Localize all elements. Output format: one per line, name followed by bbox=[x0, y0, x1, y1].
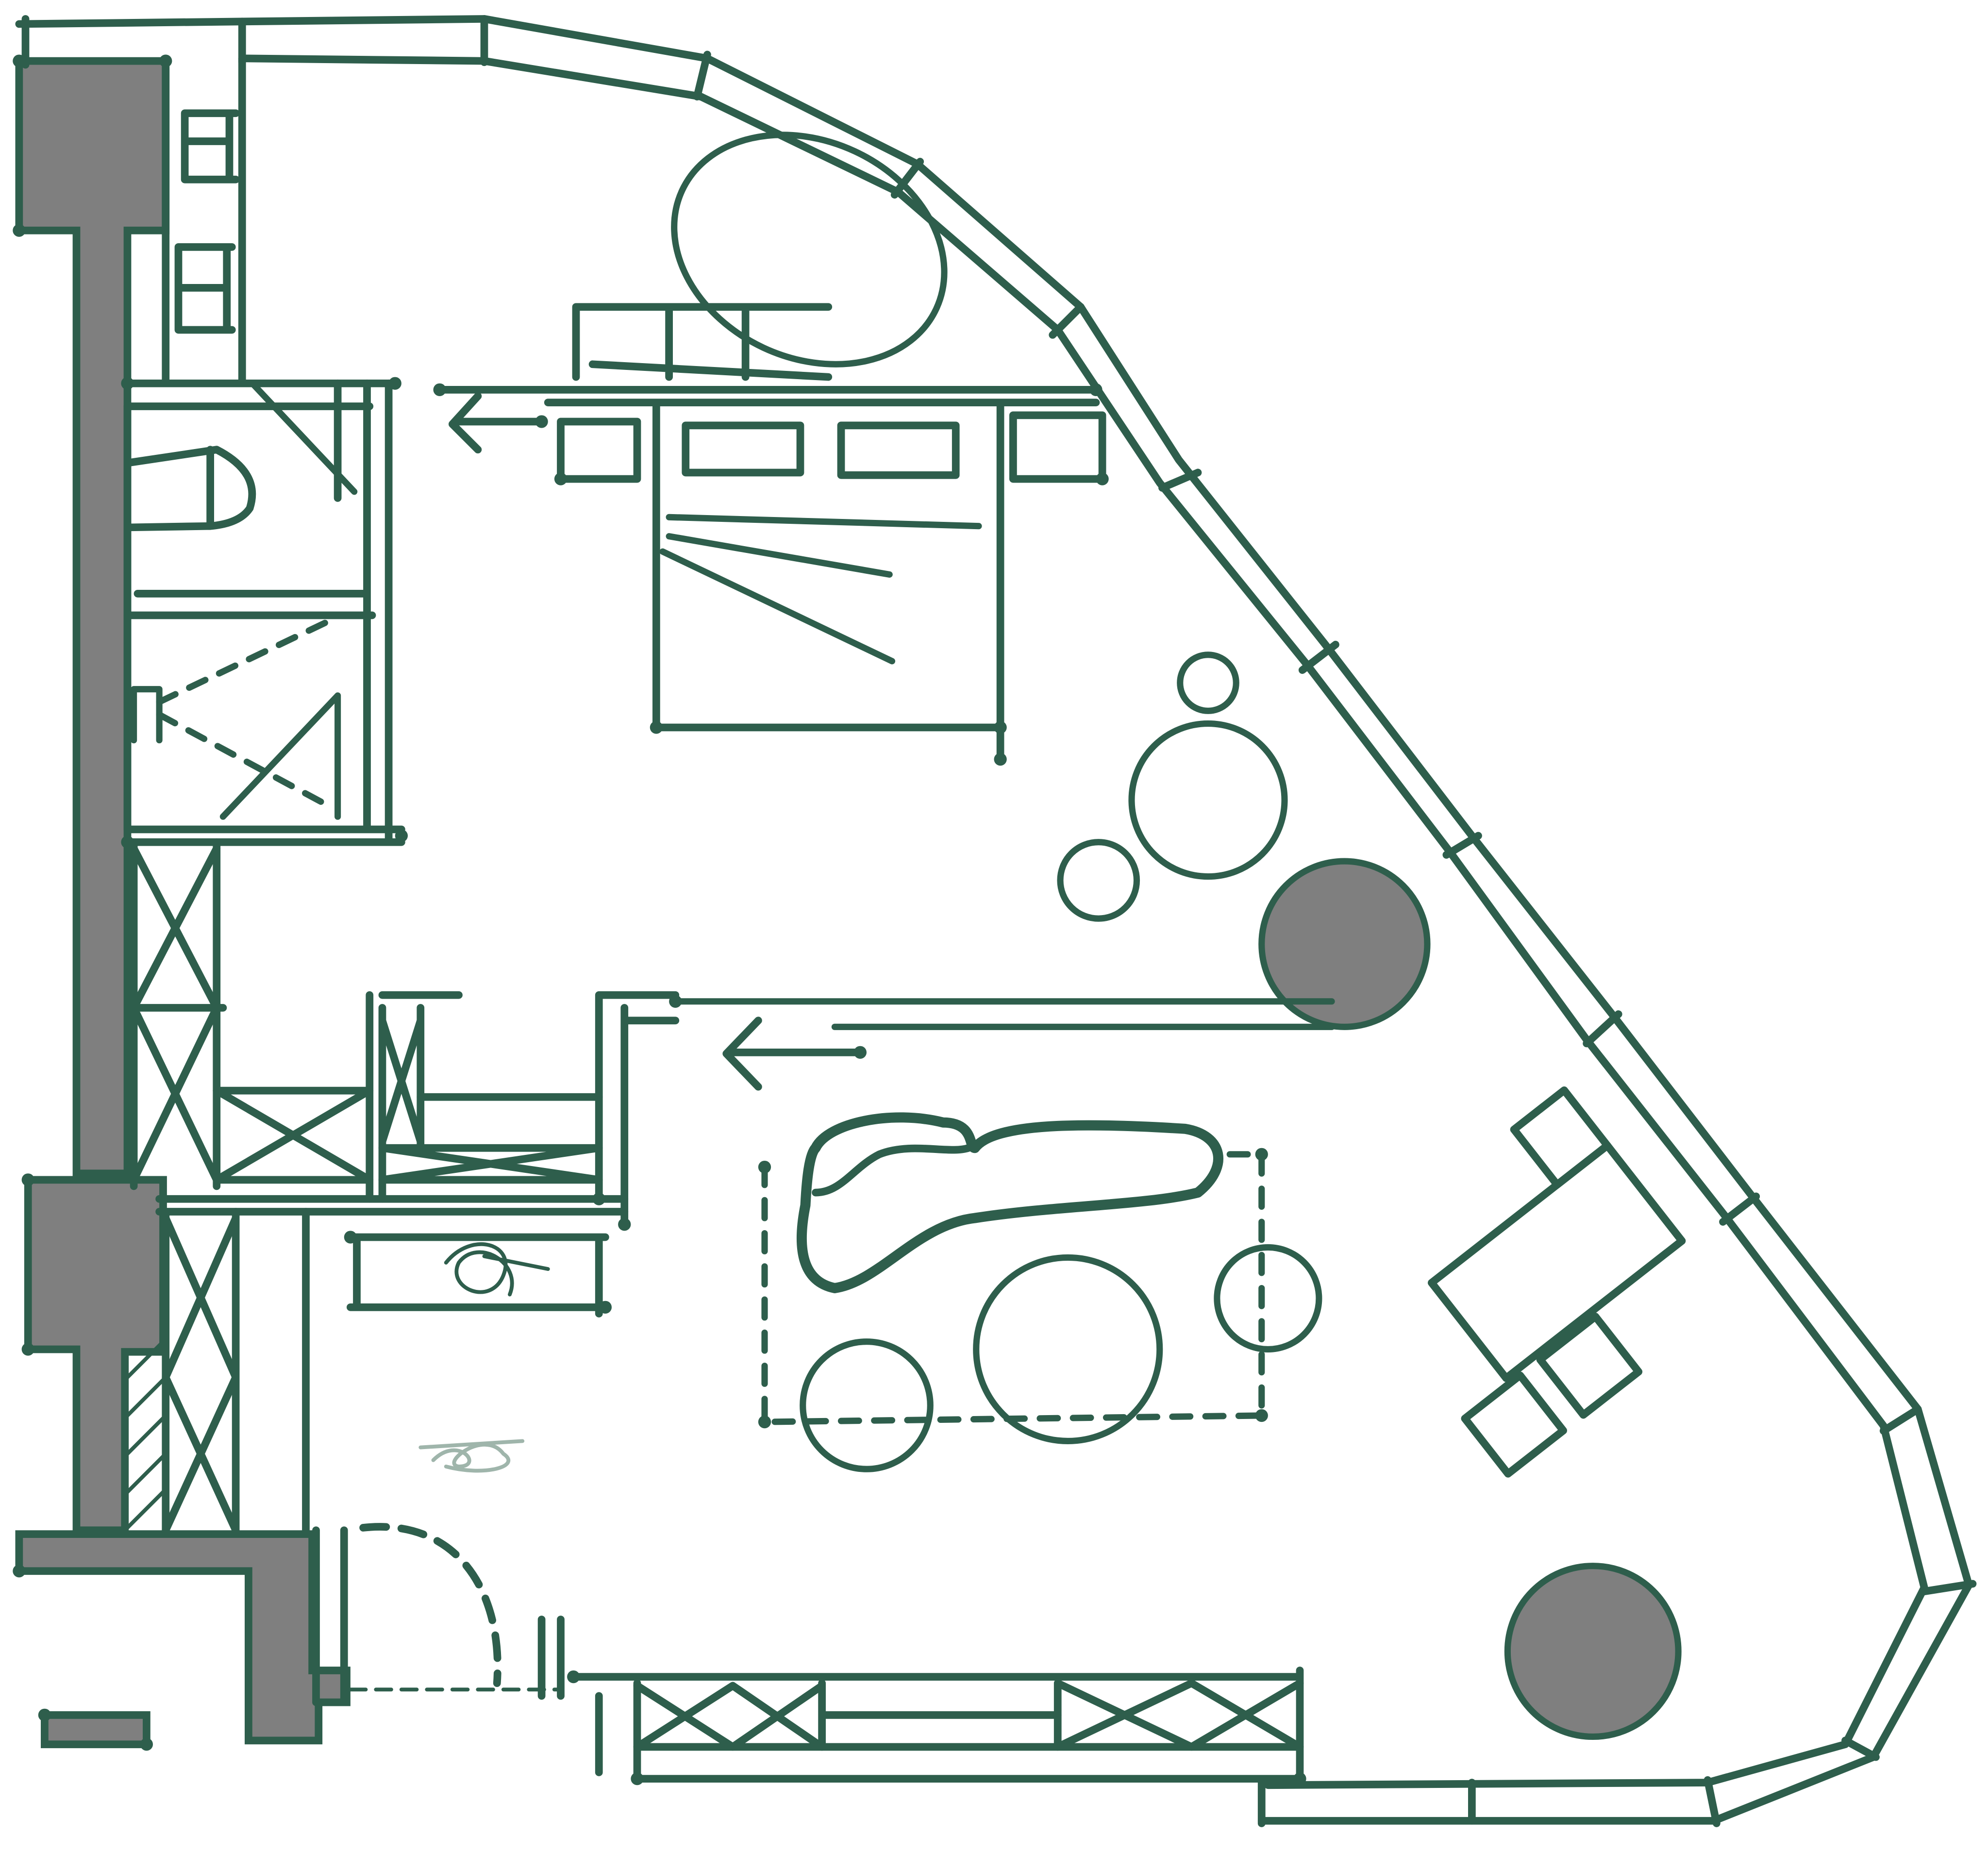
sink-scribble bbox=[444, 1242, 550, 1297]
desk-chair-bottom bbox=[1536, 1313, 1643, 1419]
left-arrow-icon bbox=[722, 1017, 864, 1091]
door-swing-wc bbox=[249, 380, 358, 495]
pillow-1 bbox=[682, 421, 804, 477]
bed-blanket-fold bbox=[659, 514, 982, 665]
rug-outline bbox=[761, 1151, 1265, 1425]
side-table-small bbox=[1177, 651, 1239, 714]
hatch-lower-left bbox=[125, 1339, 165, 1530]
shelf-unit-1 bbox=[181, 109, 240, 184]
entry-jambs bbox=[312, 1526, 565, 1706]
curtain-wall bbox=[15, 15, 1977, 1827]
laundry-counter bbox=[347, 1233, 609, 1318]
closet-lower-left bbox=[162, 1208, 310, 1535]
nightstand-left bbox=[557, 417, 641, 483]
counter-line bbox=[672, 998, 1335, 1030]
column-round-upper bbox=[1258, 858, 1431, 1030]
wall-mass-bottom bbox=[15, 1530, 351, 1745]
bench bbox=[572, 303, 833, 381]
nightstand-right bbox=[1009, 411, 1106, 483]
oval-table bbox=[671, 132, 948, 367]
shelf-unit-2 bbox=[174, 243, 236, 334]
bed-area bbox=[435, 303, 1106, 763]
wardrobe-bottom bbox=[569, 1667, 1304, 1783]
left-arrow-icon bbox=[449, 392, 546, 454]
shower-lines bbox=[131, 686, 163, 744]
shower-dashed bbox=[156, 619, 328, 807]
left-partitions bbox=[123, 54, 405, 846]
pillow-2 bbox=[837, 421, 960, 479]
coffee-table bbox=[1128, 720, 1288, 880]
toilet-fixture bbox=[127, 446, 256, 532]
desk bbox=[1428, 1141, 1686, 1382]
shower-door bbox=[219, 692, 341, 820]
lounge-chair-left bbox=[800, 1338, 934, 1472]
curtain-wall-mullions bbox=[21, 15, 1977, 1827]
bed-headboard bbox=[435, 385, 1100, 406]
sofa-seat-edge bbox=[812, 1144, 972, 1197]
column-round-lower bbox=[1504, 1563, 1682, 1740]
desk-set bbox=[1428, 1086, 1686, 1478]
lounge-chair-right bbox=[1214, 1244, 1322, 1352]
desk-chair-left bbox=[1461, 1371, 1567, 1478]
stool-small bbox=[1057, 839, 1140, 922]
wardrobe-left bbox=[130, 838, 680, 1229]
lounge-table-center bbox=[973, 1254, 1163, 1444]
joint-dots bbox=[13, 54, 1306, 1786]
bed-frame bbox=[652, 402, 1004, 763]
pencil-scribble bbox=[418, 1439, 525, 1473]
desk-chair-top bbox=[1510, 1086, 1611, 1189]
entry-door-swing bbox=[359, 1523, 501, 1687]
wall-mass-bottom-left-stub bbox=[41, 1711, 150, 1749]
sofa-curved bbox=[796, 1112, 1223, 1293]
